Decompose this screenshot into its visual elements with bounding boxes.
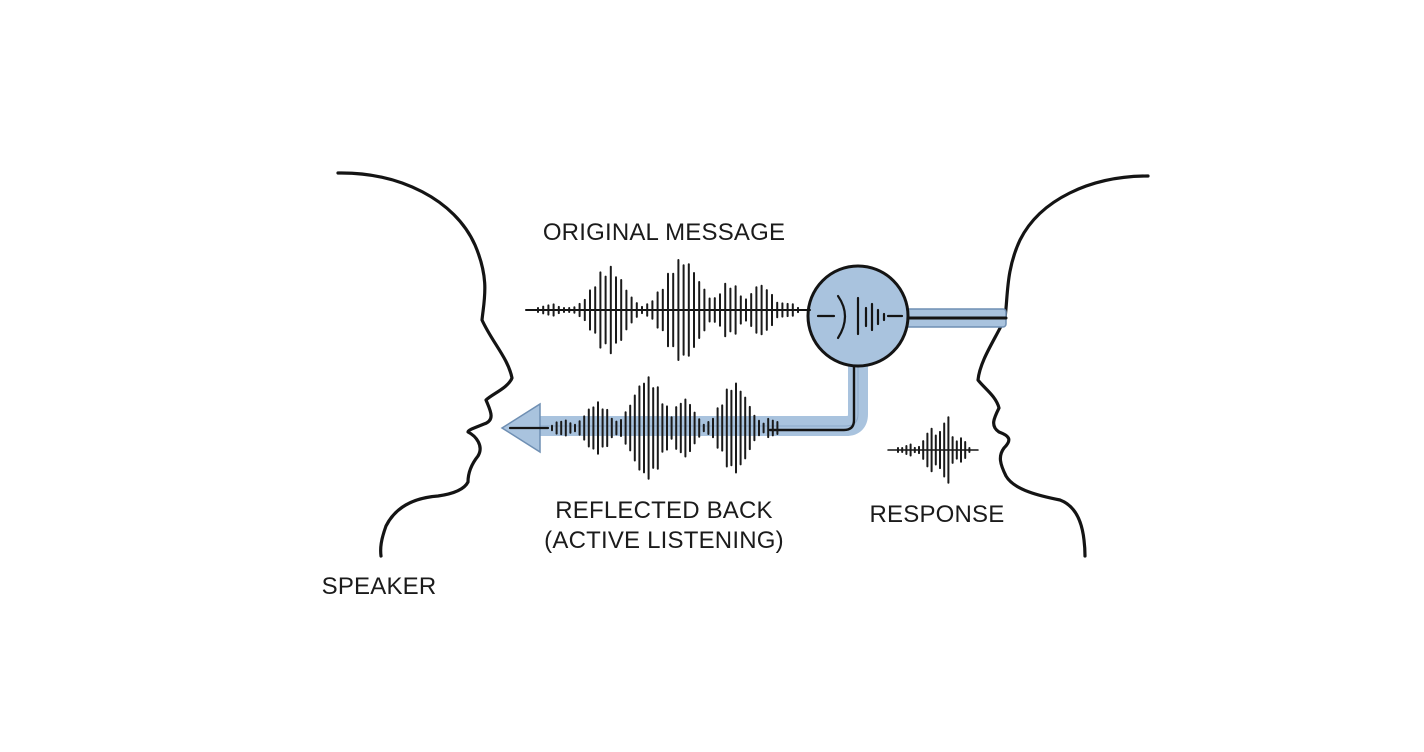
- original-message-label: ORIGINAL MESSAGE: [543, 219, 785, 246]
- response-label: RESPONSE: [870, 501, 1005, 528]
- listener-profile-icon: [976, 174, 1150, 558]
- reflected-back-waveform: [551, 376, 779, 480]
- active-listening-label: (ACTIVE LISTENING): [544, 527, 784, 554]
- speaker-label: SPEAKER: [322, 573, 437, 600]
- reflection-channel-band: [540, 360, 868, 436]
- speaker-profile-icon: [336, 171, 514, 558]
- original-message-waveform: [537, 259, 799, 361]
- reflected-back-label: REFLECTED BACK: [555, 497, 773, 524]
- response-waveform: [897, 416, 971, 484]
- ear-processor-glyph: [816, 294, 904, 340]
